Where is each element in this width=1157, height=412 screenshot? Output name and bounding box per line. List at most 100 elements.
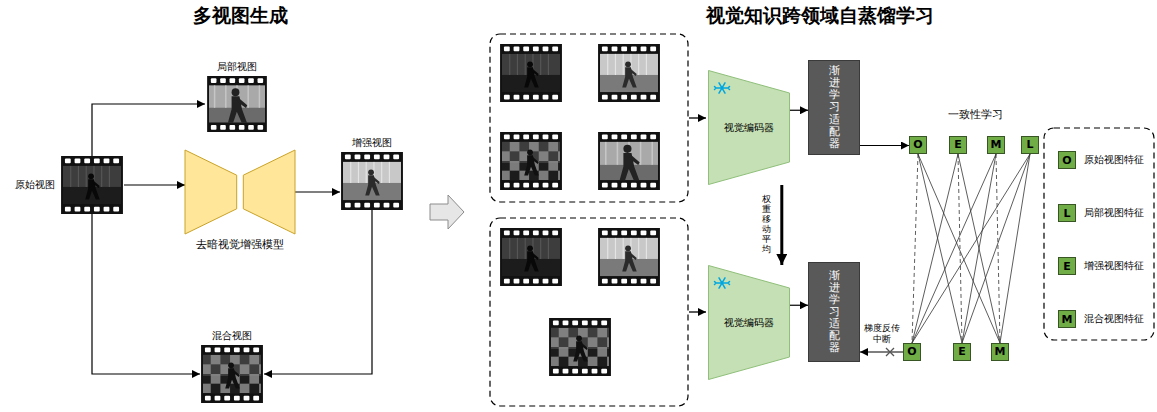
legend-text: 增强视图特征 bbox=[1084, 260, 1144, 272]
caption-holder: 去暗视觉增强模型 bbox=[196, 238, 284, 251]
legend-row: E 增强视图特征 bbox=[1058, 257, 1144, 275]
swatch-letter: O bbox=[1062, 155, 1071, 166]
node-label: E bbox=[954, 138, 962, 151]
video-frame bbox=[598, 44, 660, 102]
video-frame: 混合视图 bbox=[200, 345, 264, 403]
consistency-line bbox=[996, 154, 1000, 343]
legend-text: 局部视图特征 bbox=[1084, 207, 1144, 219]
feature-box: O bbox=[903, 343, 921, 361]
consistency-line bbox=[918, 154, 1000, 343]
video-frame bbox=[598, 228, 660, 286]
section-heading: 多视图生成 bbox=[193, 4, 288, 27]
connector bbox=[92, 104, 205, 156]
feature-shape bbox=[950, 137, 967, 154]
node-label: L bbox=[1026, 138, 1033, 151]
video-frame bbox=[500, 44, 562, 102]
adapter-box: 渐进学习适配器 bbox=[808, 262, 860, 362]
consistency-line bbox=[912, 154, 958, 343]
feature-shape bbox=[904, 344, 921, 361]
caption-holder: 原始视图 bbox=[15, 179, 55, 191]
adapter-shape bbox=[809, 61, 860, 155]
stop-mark bbox=[886, 348, 894, 356]
consistency-line bbox=[958, 154, 962, 343]
video-frame: 局部视图 bbox=[205, 76, 269, 132]
swatch-letter: E bbox=[1063, 261, 1071, 272]
caption-holder: 增强视图 bbox=[352, 137, 392, 149]
node-outline bbox=[340, 152, 404, 210]
connector bbox=[790, 110, 808, 111]
consistency-line bbox=[958, 154, 1000, 343]
node-outline bbox=[205, 76, 269, 132]
feature-box: O bbox=[909, 136, 927, 154]
video-frame: 原始视图 bbox=[60, 156, 124, 214]
legend-swatch: E bbox=[1058, 257, 1076, 275]
node-label: O bbox=[907, 345, 916, 358]
label-holder: 视觉知识跨领域自蒸馏学习 bbox=[706, 4, 934, 27]
legend-text: 原始视图特征 bbox=[1084, 154, 1144, 166]
caption-holder: 局部视图 bbox=[217, 61, 257, 73]
consistency-line bbox=[912, 154, 918, 343]
video-frame bbox=[207, 76, 267, 132]
node-label: M bbox=[991, 138, 1002, 151]
legend-row: M 混合视图特征 bbox=[1058, 310, 1144, 328]
legend-swatch: M bbox=[1058, 310, 1076, 328]
video-frame bbox=[549, 318, 611, 376]
node-outline bbox=[60, 156, 124, 214]
decoder-half bbox=[243, 150, 295, 234]
node-label: 去暗视觉增强模型 bbox=[196, 238, 284, 251]
consistency-line bbox=[962, 154, 996, 343]
video-frame: 增强视图 bbox=[340, 152, 404, 210]
node-label: 渐进学习适配器 bbox=[829, 270, 840, 355]
video-frame bbox=[61, 156, 123, 214]
node-label: E bbox=[958, 345, 966, 358]
edge-label: 权重移动平均 bbox=[761, 195, 772, 254]
legend-text: 混合视图特征 bbox=[1084, 313, 1144, 325]
adapter-box: 渐进学习适配器 bbox=[808, 60, 860, 155]
visual-encoder: 视觉编码器 bbox=[708, 70, 790, 185]
label-holder: 一致性学习 bbox=[948, 108, 1003, 121]
node-label: 视觉编码器 bbox=[724, 317, 774, 329]
transition-arrow bbox=[430, 195, 464, 229]
node-label: O bbox=[913, 138, 922, 151]
view-group bbox=[490, 34, 688, 202]
feature-shape bbox=[910, 137, 927, 154]
feature-box: M bbox=[987, 136, 1005, 154]
connector bbox=[295, 191, 340, 192]
encoder-shape bbox=[709, 266, 790, 380]
connector bbox=[124, 184, 185, 185]
consistency-line bbox=[912, 154, 996, 343]
view-group bbox=[490, 218, 688, 406]
consistency-line bbox=[912, 154, 1030, 343]
swatch-letter: L bbox=[1063, 208, 1070, 219]
input-arrow bbox=[689, 117, 706, 118]
frozen-icon bbox=[715, 83, 730, 93]
node-label: 视觉编码器 bbox=[724, 122, 774, 134]
frozen-icon bbox=[715, 278, 730, 288]
edge-label: 梯度反传中断 bbox=[861, 323, 903, 345]
consistency-line bbox=[962, 154, 1030, 343]
video-frame bbox=[341, 152, 403, 210]
connector bbox=[264, 210, 372, 374]
legend-row: L 局部视图特征 bbox=[1058, 204, 1144, 222]
visual-encoder: 视觉编码器 bbox=[708, 265, 790, 380]
node-label: M bbox=[995, 345, 1006, 358]
connector bbox=[92, 214, 200, 374]
edge-label-holder: 权重移动平均 bbox=[761, 195, 772, 254]
connector bbox=[860, 351, 903, 352]
feature-shape bbox=[954, 344, 971, 361]
feature-shape bbox=[1022, 137, 1039, 154]
node-outline bbox=[200, 345, 264, 403]
adapter-shape bbox=[809, 263, 860, 362]
feature-box: E bbox=[953, 343, 971, 361]
feature-shape bbox=[988, 137, 1005, 154]
node-label: 局部视图 bbox=[217, 61, 257, 73]
connector bbox=[780, 185, 783, 265]
feature-box: L bbox=[1021, 136, 1039, 154]
video-frame bbox=[500, 132, 562, 190]
node-label: 原始视图 bbox=[15, 179, 55, 191]
caption-holder: 混合视图 bbox=[212, 330, 252, 342]
